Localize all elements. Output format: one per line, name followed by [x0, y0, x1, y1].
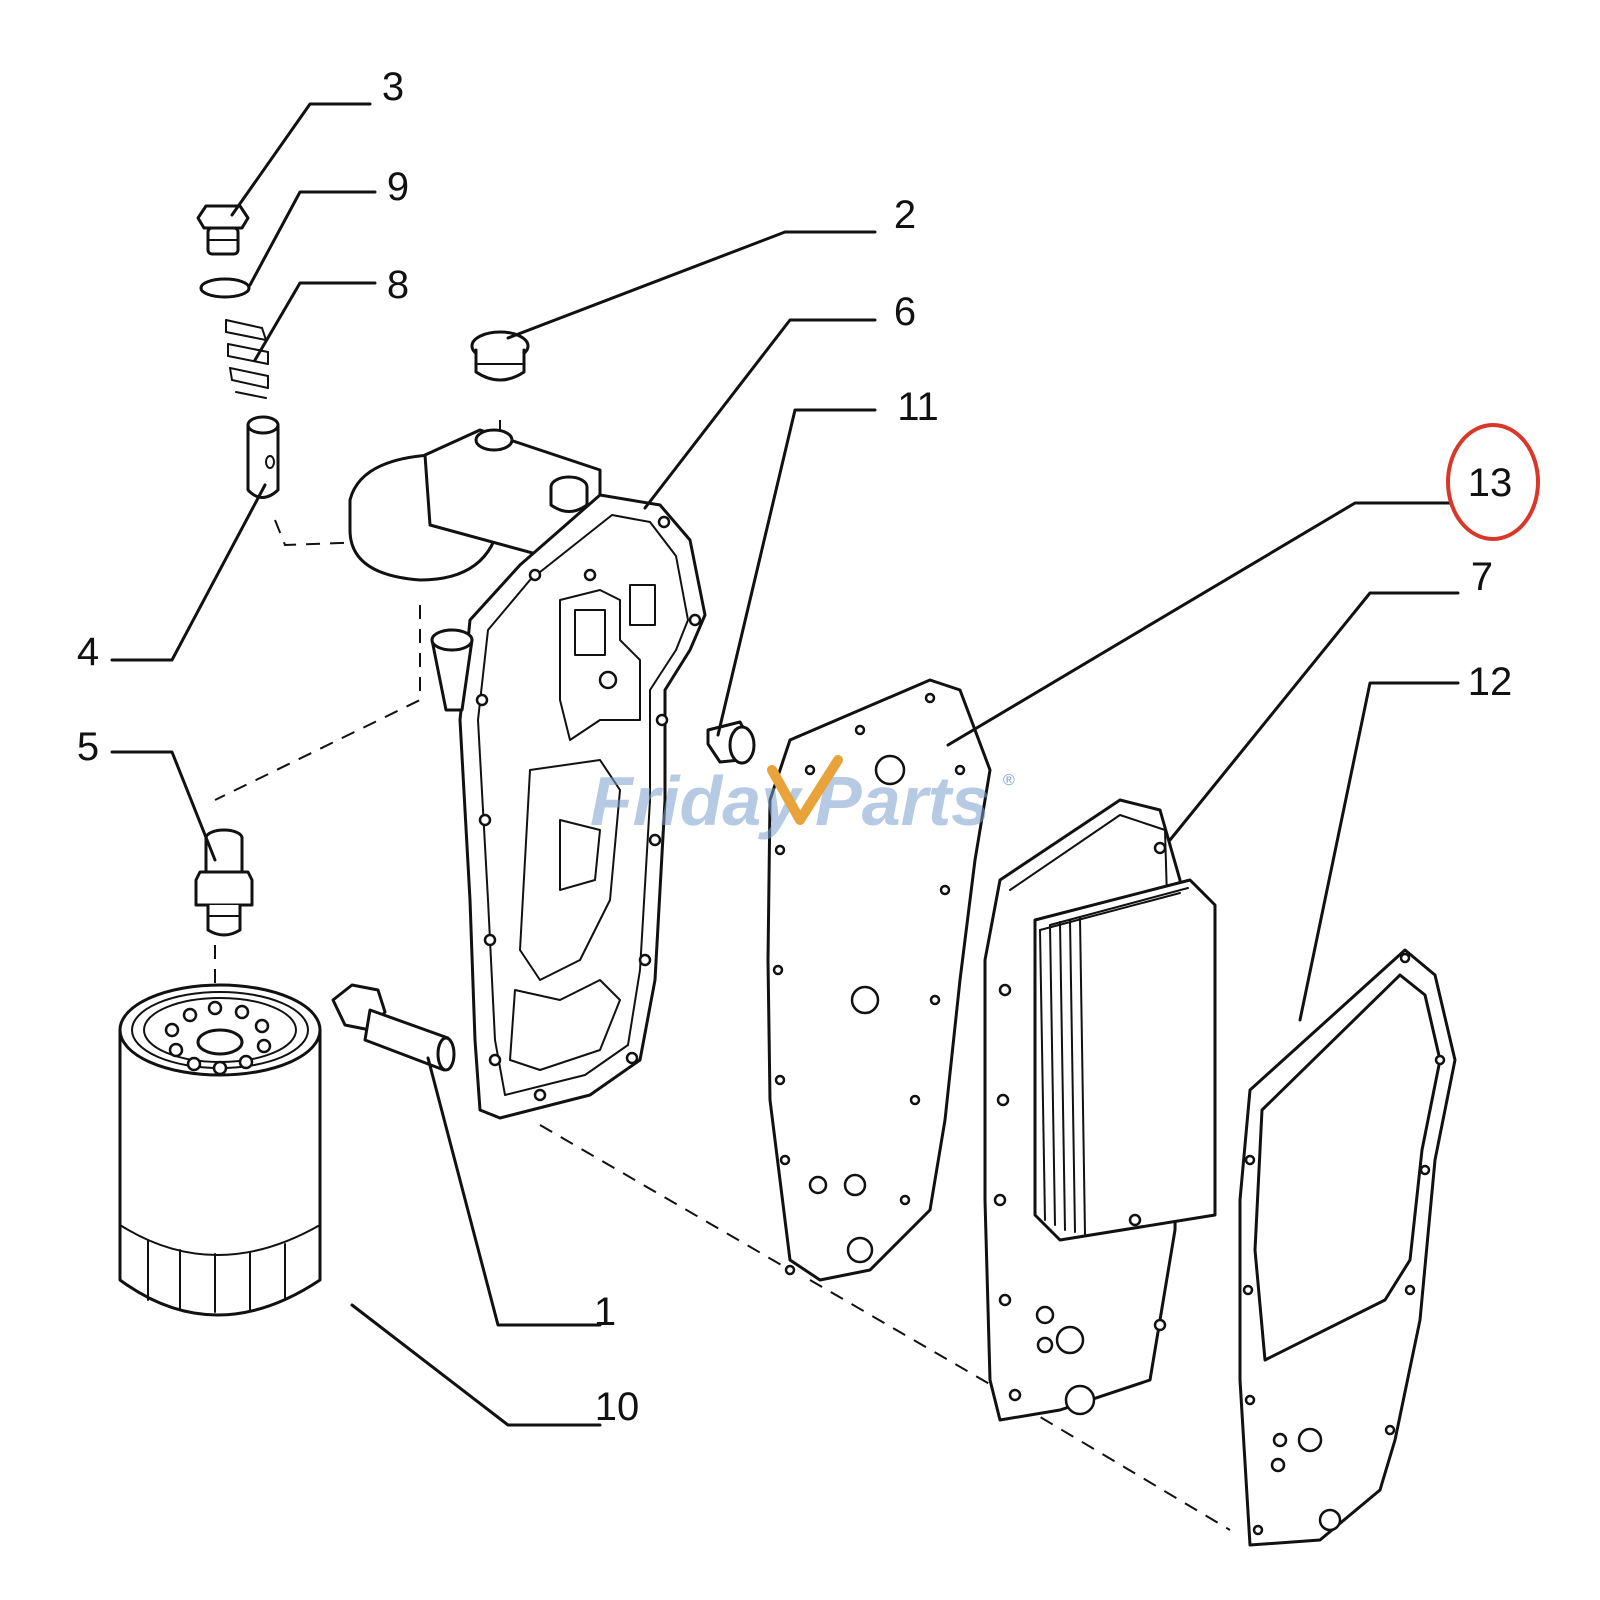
part-nipple-5 — [194, 828, 254, 937]
callout-10: 10 — [595, 1385, 640, 1429]
part-bolt-1 — [331, 983, 456, 1072]
callout-6: 6 — [894, 290, 916, 334]
callout-3: 3 — [382, 65, 404, 109]
part-filter-10 — [118, 983, 322, 1317]
callout-8: 8 — [387, 263, 409, 307]
watermark-check-icon — [767, 755, 843, 825]
watermark: Friday Parts ® — [590, 755, 1015, 840]
part-plug-11 — [706, 720, 756, 765]
part-spring-8 — [225, 319, 269, 399]
part-gasket-12 — [1238, 948, 1457, 1547]
part-plug-2 — [470, 330, 530, 382]
callout-5: 5 — [77, 725, 99, 769]
watermark-registered: ® — [1003, 772, 1015, 789]
part-plug-3 — [196, 204, 250, 256]
part-gasket-13 — [766, 678, 992, 1282]
filter-holes — [164, 1000, 272, 1076]
leader-lines — [110, 102, 1460, 1427]
part-piston-4 — [246, 415, 280, 499]
part-housing-6 — [348, 428, 707, 1120]
part-cooler-7 — [983, 798, 1217, 1422]
callout-labels: 3 9 8 4 5 2 6 11 13 7 12 1 10 — [77, 65, 1512, 1429]
callout-11: 11 — [897, 385, 939, 429]
watermark-parts: Parts — [815, 762, 990, 840]
callout-13-highlight-circle — [1446, 423, 1540, 541]
callout-12: 12 — [1468, 660, 1513, 704]
callout-1: 1 — [594, 1290, 616, 1334]
assembly-dash-lines — [214, 420, 1231, 1531]
callout-13: 13 — [1468, 461, 1513, 505]
watermark-friday: Friday — [590, 762, 803, 840]
part-oring-9 — [199, 277, 251, 299]
callout-7: 7 — [1471, 555, 1493, 599]
callout-4: 4 — [77, 630, 99, 674]
callout-9: 9 — [387, 165, 409, 209]
callout-2: 2 — [894, 193, 916, 237]
